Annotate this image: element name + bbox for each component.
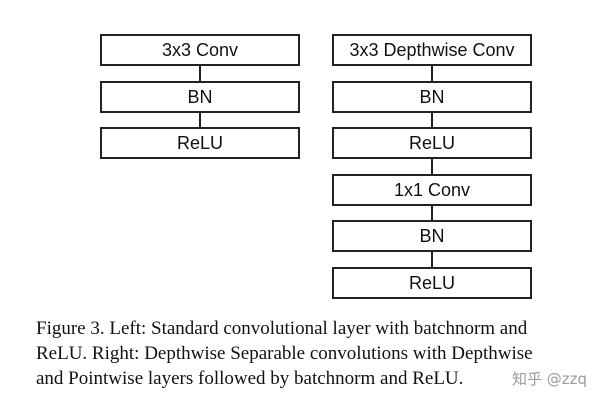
left-block-bn: BN [100,81,300,113]
left-block-conv3x3: 3x3 Conv [100,34,300,66]
caption-line-3: and Pointwise layers followed by batchno… [36,368,464,389]
left-block-relu: ReLU [100,127,300,159]
right-block-bn-1: BN [332,81,532,113]
right-connector-3 [431,159,433,174]
figure-caption: Figure 3. Left: Standard convolutional l… [36,316,606,391]
right-block-conv1x1: 1x1 Conv [332,174,532,206]
zhihu-watermark: 知乎 @zzq [512,370,588,388]
right-connector-1 [431,66,433,81]
right-block-depthwise-conv: 3x3 Depthwise Conv [332,34,532,66]
right-connector-5 [431,252,433,267]
left-connector-1 [199,66,201,81]
right-connector-4 [431,206,433,220]
left-connector-2 [199,113,201,127]
caption-line-1: Figure 3. Left: Standard convolutional l… [36,318,528,339]
right-connector-2 [431,113,433,127]
right-block-relu-1: ReLU [332,127,532,159]
right-block-bn-2: BN [332,220,532,252]
right-block-relu-2: ReLU [332,267,532,299]
caption-line-2: ReLU. Right: Depthwise Separable convolu… [36,343,533,364]
